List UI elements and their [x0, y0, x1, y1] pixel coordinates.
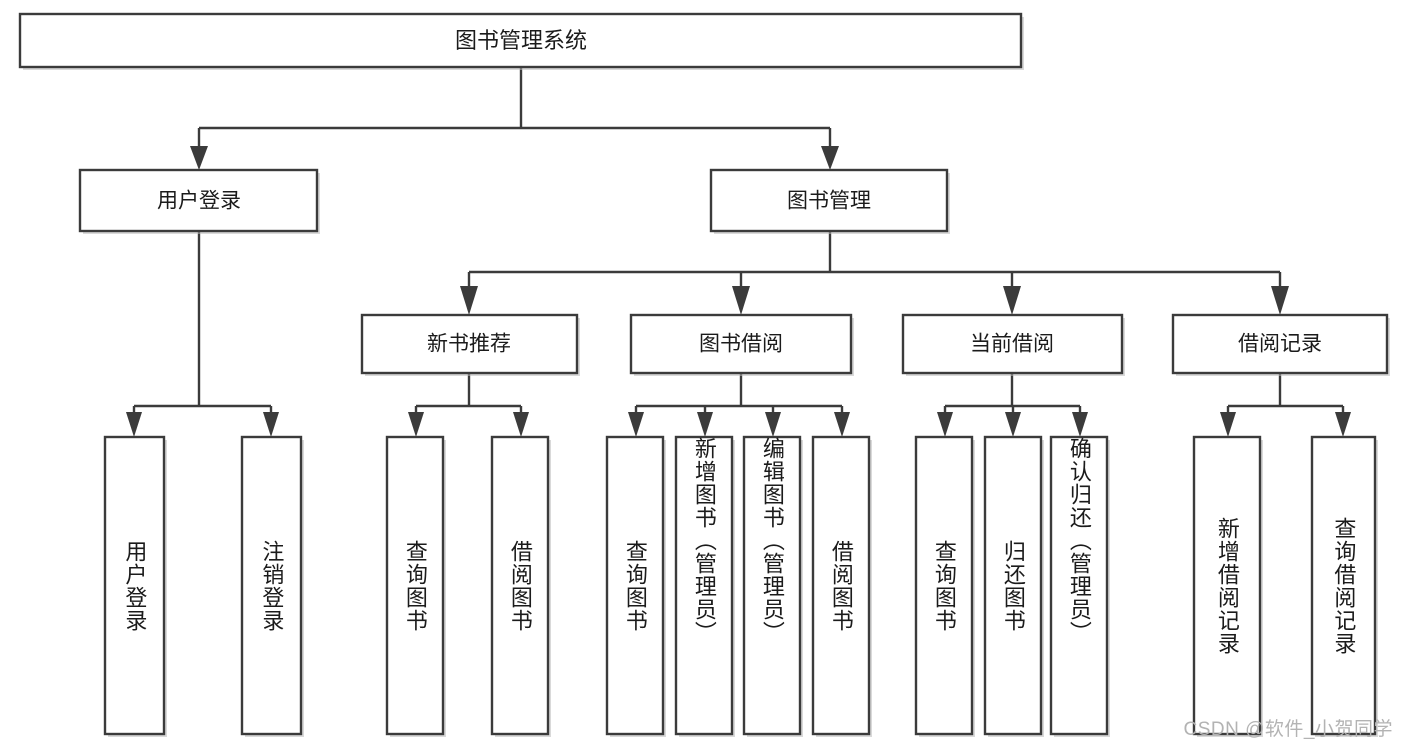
node-root-book-management-system[interactable]: 图书管理系统: [18, 12, 1024, 70]
connector-currentborrow-to-leaves: [937, 374, 1088, 437]
arrow-head-icon: [1271, 286, 1289, 315]
connector-bookmgmt-to-level3: [460, 232, 1289, 315]
box-outline: [742, 435, 802, 736]
box-outline: [901, 313, 1124, 375]
node-book-management[interactable]: 图书管理: [709, 168, 950, 234]
box-outline: [811, 435, 871, 736]
box-outline: [360, 313, 579, 375]
connector-userlogin-to-leaves: [126, 232, 279, 437]
leaf-newbook-borrow-book[interactable]: [490, 435, 551, 737]
box-outline: [103, 435, 166, 736]
arrow-head-icon: [937, 412, 953, 437]
connector-root-to-level2: [190, 67, 839, 170]
arrow-head-icon: [821, 146, 839, 170]
node-new-book-recommend[interactable]: 新书推荐: [360, 313, 580, 376]
arrow-head-icon: [1335, 412, 1351, 437]
connector-newbook-to-leaves: [408, 374, 529, 437]
arrow-head-icon: [834, 412, 850, 437]
arrow-head-icon: [697, 412, 713, 437]
node-label: 新书推荐: [427, 333, 511, 356]
arrow-head-icon: [513, 412, 529, 437]
node-book-borrow[interactable]: 图书借阅: [629, 313, 854, 376]
box-outline: [78, 168, 319, 233]
arrow-head-icon: [1072, 412, 1088, 437]
arrow-head-icon: [1003, 286, 1021, 315]
arrow-head-icon: [190, 146, 208, 170]
arrow-head-icon: [628, 412, 644, 437]
leaf-bookborrow-add-book-admin[interactable]: [674, 435, 735, 737]
box-outline: [1171, 313, 1389, 375]
box-outline: [490, 435, 550, 736]
arrow-head-icon: [408, 412, 424, 437]
node-label: 借阅记录: [1238, 333, 1322, 356]
node-current-borrow[interactable]: 当前借阅: [901, 313, 1125, 376]
leaf-currentborrow-confirm-return-admin[interactable]: [1049, 435, 1110, 737]
node-user-login[interactable]: 用户登录: [78, 168, 320, 234]
box-outline: [914, 435, 974, 736]
box-outline: [983, 435, 1043, 736]
box-outline: [605, 435, 665, 736]
node-label: 当前借阅: [970, 333, 1054, 356]
arrow-head-icon: [1005, 412, 1021, 437]
leaf-borrowrecord-query-record[interactable]: [1310, 435, 1378, 737]
arrow-head-icon: [765, 412, 781, 437]
box-outline: [674, 435, 734, 736]
leaf-borrowrecord-add-record[interactable]: [1192, 435, 1263, 737]
arrow-head-icon: [263, 412, 279, 437]
leaf-currentborrow-return-book[interactable]: [983, 435, 1044, 737]
arrow-head-icon: [126, 412, 142, 437]
connector-borrowrecord-to-leaves: [1220, 374, 1351, 437]
leaf-user-login-logout[interactable]: [240, 435, 304, 737]
arrow-head-icon: [460, 286, 478, 315]
node-label: 图书管理系统: [455, 28, 587, 53]
leaf-bookborrow-query-book[interactable]: [605, 435, 666, 737]
csdn-watermark: CSDN @软件_小贺同学: [1183, 719, 1393, 740]
leaf-newbook-query-book[interactable]: [385, 435, 446, 737]
leaf-bookborrow-edit-book-admin[interactable]: [742, 435, 803, 737]
box-outline: [709, 168, 949, 233]
node-label: 图书管理: [787, 190, 871, 213]
leaf-bookborrow-borrow-book[interactable]: [811, 435, 872, 737]
leaf-user-login-login[interactable]: [103, 435, 167, 737]
box-outline: [1049, 435, 1109, 736]
node-label: 用户登录: [157, 190, 241, 213]
box-outline: [1310, 435, 1377, 736]
box-outline: [629, 313, 853, 375]
leaf-currentborrow-query-book[interactable]: [914, 435, 975, 737]
arrow-head-icon: [732, 286, 750, 315]
box-outline: [385, 435, 445, 736]
connector-bookborrow-to-leaves: [628, 374, 850, 437]
box-outline: [240, 435, 303, 736]
node-borrow-record[interactable]: 借阅记录: [1171, 313, 1390, 376]
node-label: 图书借阅: [699, 333, 783, 356]
box-outline: [1192, 435, 1262, 736]
arrow-head-icon: [1220, 412, 1236, 437]
box-outline: [18, 12, 1023, 69]
